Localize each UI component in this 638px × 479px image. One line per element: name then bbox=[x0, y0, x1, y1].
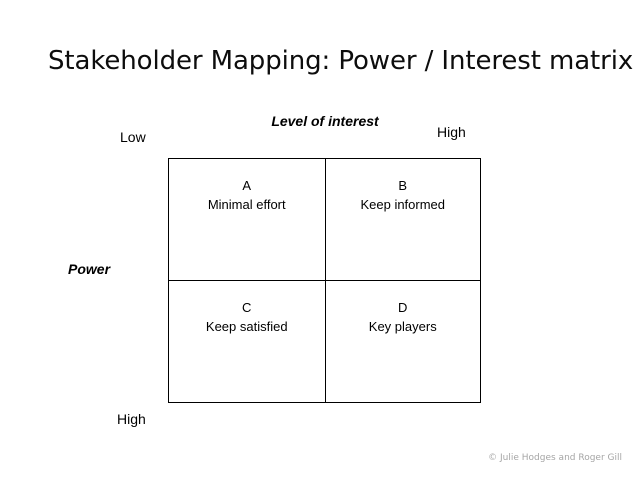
quadrant-d-description: Key players bbox=[368, 319, 437, 334]
quadrant-d: D Key players bbox=[324, 280, 480, 402]
quadrant-c: C Keep satisfied bbox=[169, 280, 325, 402]
copyright-credit: © Julie Hodges and Roger Gill bbox=[488, 453, 622, 463]
quadrant-a: A Minimal effort bbox=[169, 159, 325, 280]
quadrant-b: B Keep informed bbox=[324, 159, 480, 280]
vertical-axis-title: Power bbox=[68, 261, 111, 277]
quadrant-c-description: Keep satisfied bbox=[205, 319, 288, 334]
quadrant-a-description: Minimal effort bbox=[207, 197, 286, 212]
quadrant-a-letter: A bbox=[242, 178, 252, 193]
quadrant-c-letter: C bbox=[242, 300, 252, 315]
quadrant-b-letter: B bbox=[398, 178, 408, 193]
horizontal-axis-title: Level of interest bbox=[271, 113, 379, 129]
quadrant-b-description: Keep informed bbox=[360, 197, 446, 212]
vertical-axis-high-label: High bbox=[117, 411, 146, 427]
power-interest-matrix: A Minimal effort B Keep informed C Keep … bbox=[168, 158, 481, 403]
horizontal-axis-low-label: Low bbox=[120, 129, 146, 145]
page-title: Stakeholder Mapping: Power / Interest ma… bbox=[48, 46, 634, 76]
quadrant-d-letter: D bbox=[398, 300, 408, 315]
horizontal-axis-high-label: High bbox=[437, 124, 466, 140]
